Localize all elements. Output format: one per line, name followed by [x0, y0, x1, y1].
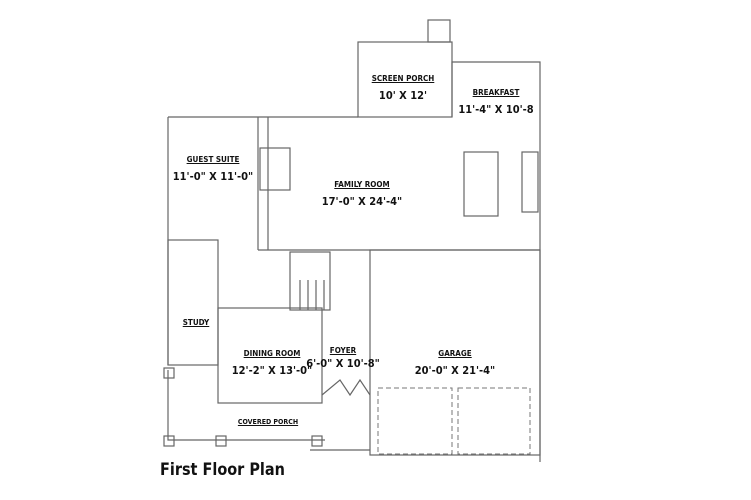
- dining-room-walls: [217, 307, 323, 404]
- garage-door-right: [457, 387, 531, 455]
- room-name: FAMILY ROOM: [334, 180, 390, 189]
- room-dimensions: 12'-2" X 13'-0": [231, 364, 313, 377]
- room-dining-room: DINING ROOM 12'-2" X 13'-0": [232, 349, 312, 377]
- kitchen-counter: [521, 151, 539, 213]
- room-name: GUEST SUITE: [186, 155, 240, 164]
- room-name: COVERED PORCH: [237, 418, 299, 426]
- room-name: GARAGE: [438, 349, 472, 358]
- room-name: SCREEN PORCH: [371, 74, 435, 83]
- plan-title: First Floor Plan: [160, 460, 285, 480]
- room-dimensions: 11'-0" X 11'-0": [172, 170, 254, 183]
- porch-steps: [427, 19, 451, 43]
- stairs: [289, 251, 331, 311]
- room-family-room: FAMILY ROOM 17'-0" X 24'-4": [322, 180, 402, 208]
- front-door: [321, 378, 371, 397]
- room-name: FOYER: [329, 346, 357, 355]
- room-name: DINING ROOM: [243, 349, 301, 358]
- porch-column: [311, 435, 323, 447]
- room-study: STUDY: [183, 318, 210, 327]
- room-dimensions: 17'-0" X 24'-4": [321, 195, 403, 208]
- porch-column: [163, 367, 175, 379]
- fireplace: [259, 147, 291, 191]
- room-covered-porch: COVERED PORCH: [238, 418, 298, 426]
- room-screen-porch: SCREEN PORCH 10' X 12': [372, 74, 435, 102]
- covered-porch-rail: [167, 370, 325, 441]
- kitchen-island: [463, 151, 499, 217]
- room-dimensions: 10' X 12': [378, 89, 428, 102]
- room-name: STUDY: [182, 318, 210, 327]
- room-breakfast: BREAKFAST 11'-4" X 10'-8: [458, 88, 533, 116]
- room-dimensions: 6'-0" X 10'-8": [306, 357, 380, 370]
- porch-column: [215, 435, 227, 447]
- room-garage: GARAGE 20'-0" X 21'-4": [415, 349, 495, 377]
- room-foyer: FOYER 6'-0" X 10'-8": [306, 346, 380, 370]
- study-walls: [167, 239, 219, 366]
- garage-door-left: [377, 387, 453, 455]
- room-dimensions: 20'-0" X 21'-4": [414, 364, 496, 377]
- stair-treads: [299, 280, 325, 310]
- room-guest-suite: GUEST SUITE 11'-0" X 11'-0": [173, 155, 253, 183]
- breakfast-walls: [451, 61, 541, 462]
- porch-column: [163, 435, 175, 447]
- room-dimensions: 11'-4" X 10'-8: [458, 103, 534, 116]
- room-name: BREAKFAST: [472, 88, 520, 97]
